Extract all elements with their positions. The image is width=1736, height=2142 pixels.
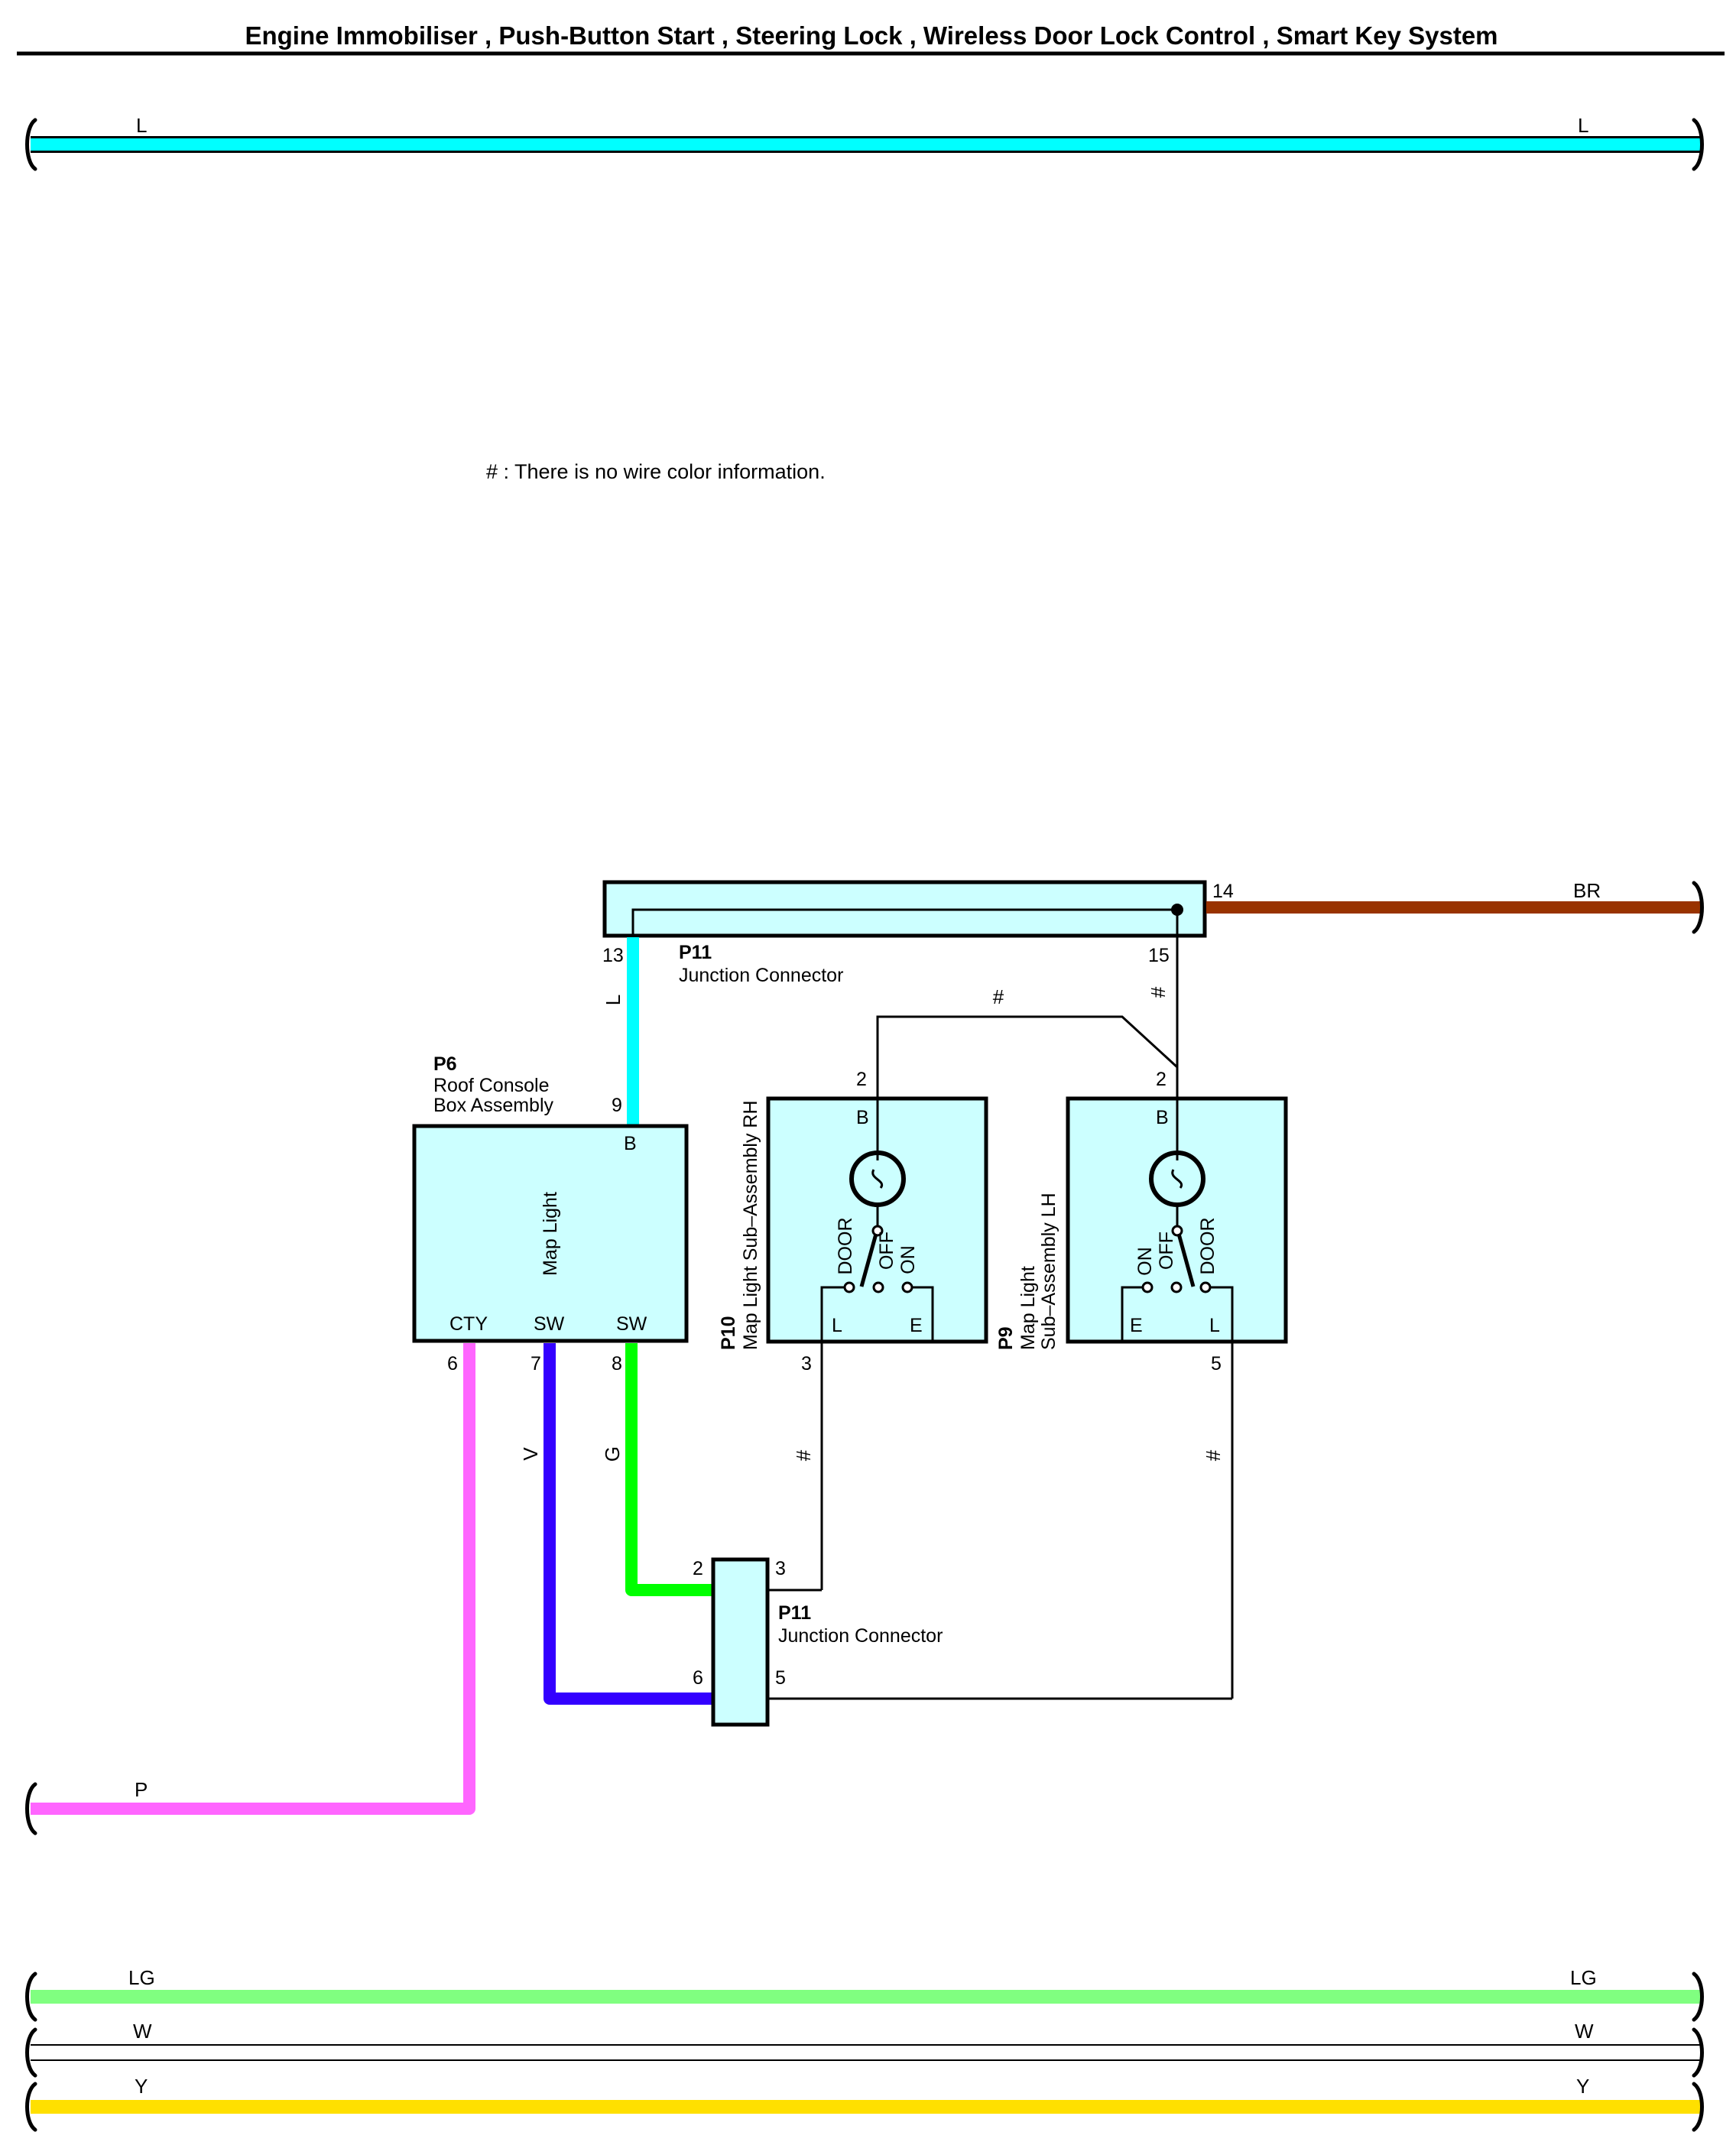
hash-label-15: # <box>1147 986 1170 998</box>
wire-lg <box>25 1972 1704 2022</box>
p9-name-line1: Map Light <box>1017 1266 1039 1350</box>
switch-p10-off: OFF <box>876 1232 897 1270</box>
wire-p <box>31 1343 475 1815</box>
pin-p10-2: 2 <box>856 1069 867 1090</box>
switch-p9-off: OFF <box>1156 1232 1177 1270</box>
p6-code: P6 <box>433 1053 457 1075</box>
pin-p11b-6: 6 <box>693 1667 703 1689</box>
wire-l-top <box>25 118 1704 171</box>
wire-g <box>625 1343 712 1596</box>
p6-map-light: Map Light <box>540 1192 561 1276</box>
p11-top-connector <box>602 880 1207 1081</box>
wire-label-y-right: Y <box>1576 2075 1589 2098</box>
wire-label-br: BR <box>1573 879 1601 902</box>
p6-name-line1: Roof Console <box>433 1075 549 1096</box>
p6-name-line2: Box Assembly <box>433 1095 554 1116</box>
pin-p6-7: 7 <box>531 1353 541 1374</box>
term-p9-e: E <box>1130 1315 1143 1336</box>
wire-w <box>25 2027 1704 2078</box>
wire-label-lg-left: LG <box>128 1966 155 1989</box>
wire-v <box>544 1343 712 1705</box>
term-p6-cty: CTY <box>449 1313 488 1335</box>
switch-p10-door: DOOR <box>835 1218 856 1275</box>
wire-hash-top <box>876 1015 1179 1099</box>
wire-label-p: P <box>135 1778 148 1801</box>
pin-p10-3: 3 <box>801 1353 812 1374</box>
hash-label-5: # <box>1202 1449 1225 1461</box>
splice-dot <box>1171 904 1183 916</box>
term-p6-sw1: SW <box>534 1313 565 1335</box>
term-p6-b: B <box>624 1133 637 1154</box>
pin-p11b-5: 5 <box>775 1667 786 1689</box>
wire-label-l-segment: L <box>602 995 625 1005</box>
p9-box <box>1066 1081 1288 1699</box>
term-p10-b: B <box>856 1107 869 1128</box>
term-p9-b: B <box>1156 1107 1169 1128</box>
wire-label-l-right: L <box>1578 114 1588 137</box>
pin-p9-2: 2 <box>1156 1069 1167 1090</box>
page-title: Engine Immobiliser , Push-Button Start ,… <box>245 21 1498 50</box>
p9-name-line2: Sub–Assembly LH <box>1038 1193 1059 1350</box>
wire-label-lg-right: LG <box>1570 1966 1597 1989</box>
pin-p9-5: 5 <box>1211 1353 1222 1374</box>
term-p10-e: E <box>910 1315 923 1336</box>
wire-y <box>25 2082 1704 2132</box>
pin-p6-9: 9 <box>612 1095 622 1116</box>
p9-code: P9 <box>995 1326 1017 1350</box>
note-no-color: # : There is no wire color information. <box>486 460 826 483</box>
hash-label-top: # <box>993 985 1004 1008</box>
p11-bottom-connector <box>711 1557 770 1727</box>
pin-p11-14: 14 <box>1212 881 1234 902</box>
p11-top-code: P11 <box>679 942 712 963</box>
p10-name: Map Light Sub–Assembly RH <box>740 1100 761 1350</box>
wire-label-l-left: L <box>136 114 147 137</box>
switch-p10-on: ON <box>897 1245 919 1274</box>
pin-p11-13: 13 <box>602 945 624 966</box>
term-p10-l: L <box>832 1315 842 1336</box>
wire-label-y-left: Y <box>135 2075 148 2098</box>
wire-label-g: G <box>601 1446 624 1462</box>
wire-label-w-right: W <box>1575 2020 1594 2043</box>
pin-p11b-2: 2 <box>693 1558 703 1579</box>
term-p6-sw2: SW <box>616 1313 647 1335</box>
p11-bottom-name: Junction Connector <box>778 1625 943 1647</box>
pin-p11b-3: 3 <box>775 1558 786 1579</box>
hash-label-3: # <box>792 1449 815 1461</box>
p10-box <box>766 1017 988 1590</box>
pin-p6-6: 6 <box>447 1353 458 1374</box>
switch-p9-on: ON <box>1134 1247 1156 1276</box>
wire-label-w-left: W <box>133 2020 152 2043</box>
wire-br <box>1206 881 1704 934</box>
wire-p-bracket <box>25 1782 37 1835</box>
wire-label-v: V <box>519 1447 542 1461</box>
p11-bottom-code: P11 <box>778 1602 811 1624</box>
p6-box <box>412 1124 689 1343</box>
switch-p9-door: DOOR <box>1197 1218 1218 1275</box>
p10-code: P10 <box>718 1316 739 1350</box>
pin-p11-15: 15 <box>1148 945 1170 966</box>
pin-p6-8: 8 <box>612 1353 622 1374</box>
p11-top-name: Junction Connector <box>679 965 843 986</box>
term-p9-l: L <box>1209 1315 1220 1336</box>
